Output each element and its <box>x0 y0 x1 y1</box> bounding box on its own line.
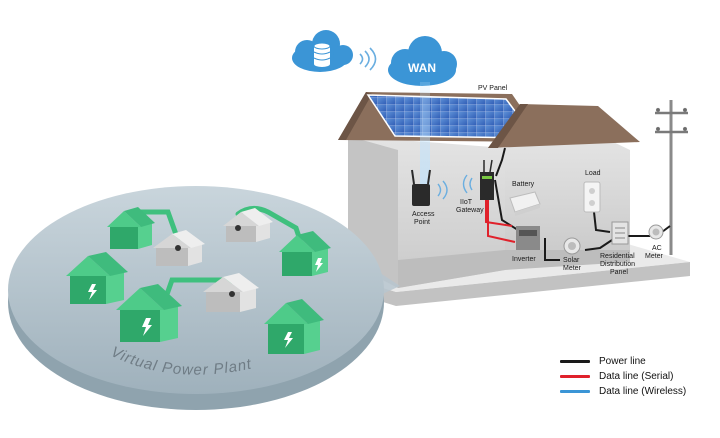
solar-meter-label-line2: Meter <box>563 265 582 272</box>
legend-item-serial-data-line: Data line (Serial) <box>560 369 710 384</box>
battery-label: Battery <box>512 181 535 188</box>
green-house-3 <box>116 284 182 342</box>
inverter-device <box>516 226 540 250</box>
serial-data-lines <box>485 200 516 243</box>
distribution-panel-device <box>611 221 629 245</box>
power-pole <box>655 100 688 255</box>
grey-house-1 <box>153 230 205 266</box>
wireless-beam <box>420 82 430 188</box>
legend-label: Power line <box>599 356 646 367</box>
distribution-panel-label-line2: Distribution <box>600 261 635 268</box>
wan-label: WAN <box>408 61 436 75</box>
green-house-4 <box>279 231 331 276</box>
distribution-panel-label-line1: Residential <box>600 253 635 260</box>
virtual-power-plant-platform: Virtual Power Plant <box>8 186 384 410</box>
access-point-label-line2: Point <box>414 219 430 226</box>
legend-label: Data line (Serial) <box>599 371 674 382</box>
lightning-icon <box>284 332 293 348</box>
solar-meter-device <box>563 237 581 255</box>
green-house-2 <box>66 252 128 304</box>
battery-device <box>509 191 541 216</box>
ac-meter-label-line2: Meter <box>645 253 664 260</box>
device-dot <box>229 291 235 297</box>
iiot-gateway-device <box>462 159 494 200</box>
solar-meter-label-line1: Solar <box>563 257 580 264</box>
legend-swatch <box>560 375 590 378</box>
database-cloud <box>292 30 353 72</box>
legend-swatch <box>560 390 590 393</box>
wan-cloud: WAN <box>388 36 457 86</box>
inverter-label: Inverter <box>512 256 536 263</box>
load-label: Load <box>585 170 601 177</box>
ac-meter-device <box>648 224 664 240</box>
access-point-device <box>411 169 448 206</box>
device-dot <box>175 245 181 251</box>
green-house-1 <box>107 207 155 249</box>
iiot-gateway-label-line2: Gateway <box>456 207 484 214</box>
grey-house-2 <box>223 208 273 242</box>
iiot-gateway-label-line1: IIoT <box>460 199 473 206</box>
grey-house-3 <box>203 273 259 312</box>
ac-meter-label-line1: AC <box>652 245 662 252</box>
wireless-signal-icon <box>359 47 377 71</box>
database-icon <box>313 42 331 67</box>
lightning-icon <box>315 258 323 272</box>
legend-swatch <box>560 360 590 363</box>
lightning-icon <box>88 284 97 300</box>
legend-item-wireless-data-line: Data line (Wireless) <box>560 384 710 399</box>
lightning-icon <box>142 318 152 336</box>
access-point-label-line1: Access <box>412 211 435 218</box>
legend-item-power-line: Power line <box>560 354 710 369</box>
legend-label: Data line (Wireless) <box>599 386 687 397</box>
green-house-5 <box>264 299 324 354</box>
device-dot <box>235 225 241 231</box>
distribution-panel-label-line3: Panel <box>610 269 628 276</box>
legend: Power line Data line (Serial) Data line … <box>560 354 710 399</box>
pv-panel-label: PV Panel <box>478 85 508 92</box>
load-outlet-device <box>583 181 601 213</box>
